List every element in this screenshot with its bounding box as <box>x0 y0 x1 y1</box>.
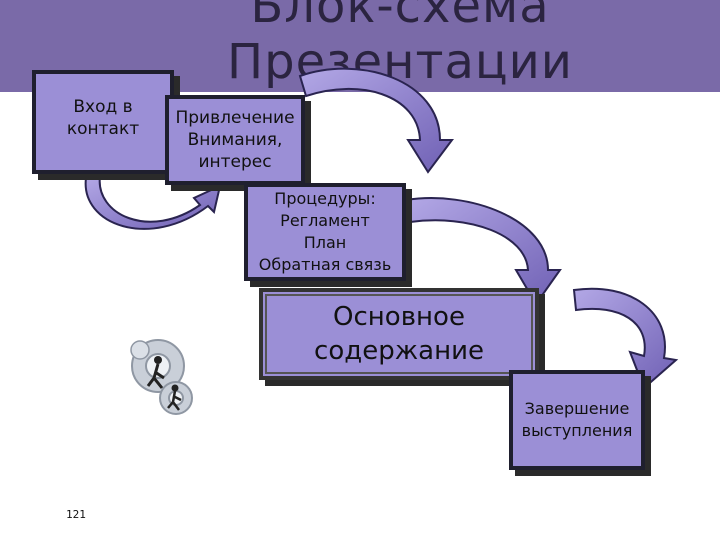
step-3-box: Процедуры: Регламент План Обратная связь <box>244 183 406 281</box>
arrow-1-icon <box>84 174 222 230</box>
step-4-box: Основное содержание <box>259 288 539 380</box>
arrow-3-icon <box>404 197 562 306</box>
page-number: 121 <box>66 508 86 521</box>
step-5-box: Завершение выступления <box>509 370 645 470</box>
arrow-2-icon <box>298 67 454 174</box>
slide-title: Блок-схема Презентации <box>227 0 573 90</box>
gears-and-people-clipart <box>130 339 193 415</box>
step-2-box: Привлечение Внимания, интерес <box>165 95 305 185</box>
arrow-4-icon <box>572 287 679 390</box>
step-1-box: Вход в контакт <box>32 70 174 174</box>
